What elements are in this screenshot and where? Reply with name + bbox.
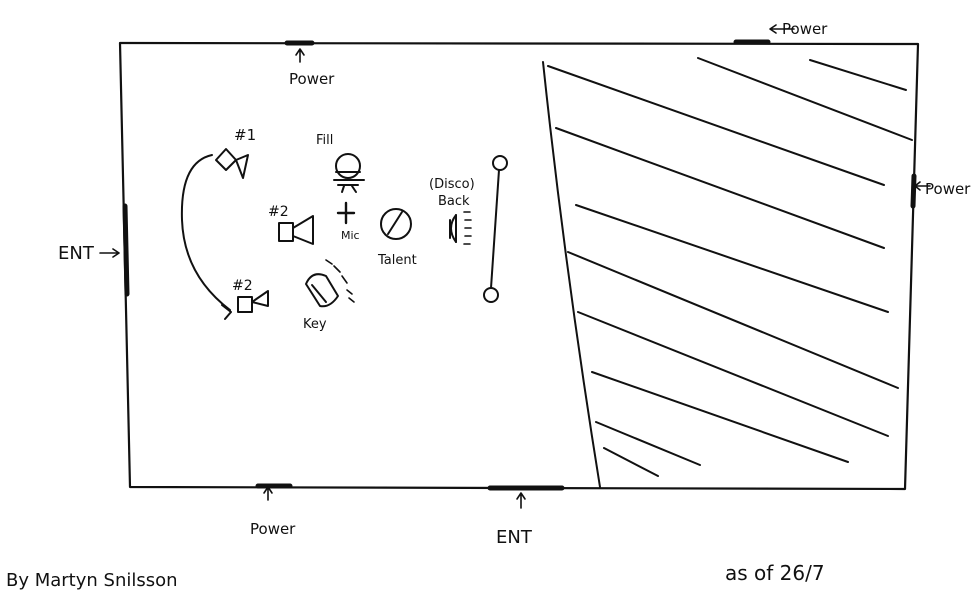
mic-icon bbox=[336, 201, 356, 225]
camera-2 bbox=[278, 215, 314, 245]
key-light bbox=[305, 259, 355, 308]
ent-label-bottom: ENT bbox=[496, 527, 533, 548]
mic bbox=[336, 201, 356, 225]
mic-label: Mic bbox=[341, 229, 360, 242]
author-credit: By Martyn Snilsson bbox=[6, 570, 178, 591]
screen-stand-icon bbox=[483, 155, 508, 303]
light-icon bbox=[449, 211, 472, 245]
camera-1 bbox=[215, 148, 249, 179]
camera-2-label: #2 bbox=[268, 204, 289, 220]
camera-icon bbox=[237, 290, 269, 313]
back-light-label: Back bbox=[438, 194, 470, 209]
talent-icon bbox=[380, 208, 412, 240]
hatched-area bbox=[542, 57, 913, 488]
camera-move-arc bbox=[180, 154, 232, 320]
light-icon bbox=[305, 259, 355, 308]
camera-1-label: #1 bbox=[234, 126, 256, 144]
power-label-top-center: Power bbox=[289, 70, 335, 88]
fill-label: Fill bbox=[316, 133, 333, 148]
talent bbox=[380, 208, 412, 240]
room-outline bbox=[118, 41, 920, 491]
camera-3-label: #2 bbox=[232, 278, 253, 294]
power-label-bottom: Power bbox=[250, 520, 296, 538]
power-label-right: Power bbox=[925, 180, 971, 198]
fill-light bbox=[333, 153, 365, 193]
wall-markers bbox=[122, 39, 917, 491]
back-light-disco-label: (Disco) bbox=[429, 177, 475, 192]
date-note: as of 26/7 bbox=[725, 561, 825, 585]
label-arrows bbox=[99, 24, 931, 509]
camera-3 bbox=[237, 290, 269, 313]
power-label-top-right: Power bbox=[782, 20, 828, 38]
talent-label: Talent bbox=[377, 253, 417, 268]
ent-label-left: ENT bbox=[58, 243, 95, 264]
back-light bbox=[449, 211, 472, 245]
camera-icon bbox=[278, 215, 314, 245]
camera-icon bbox=[215, 148, 249, 179]
key-label: Key bbox=[303, 317, 327, 332]
light-icon bbox=[333, 153, 365, 193]
screen-stand bbox=[483, 155, 508, 303]
